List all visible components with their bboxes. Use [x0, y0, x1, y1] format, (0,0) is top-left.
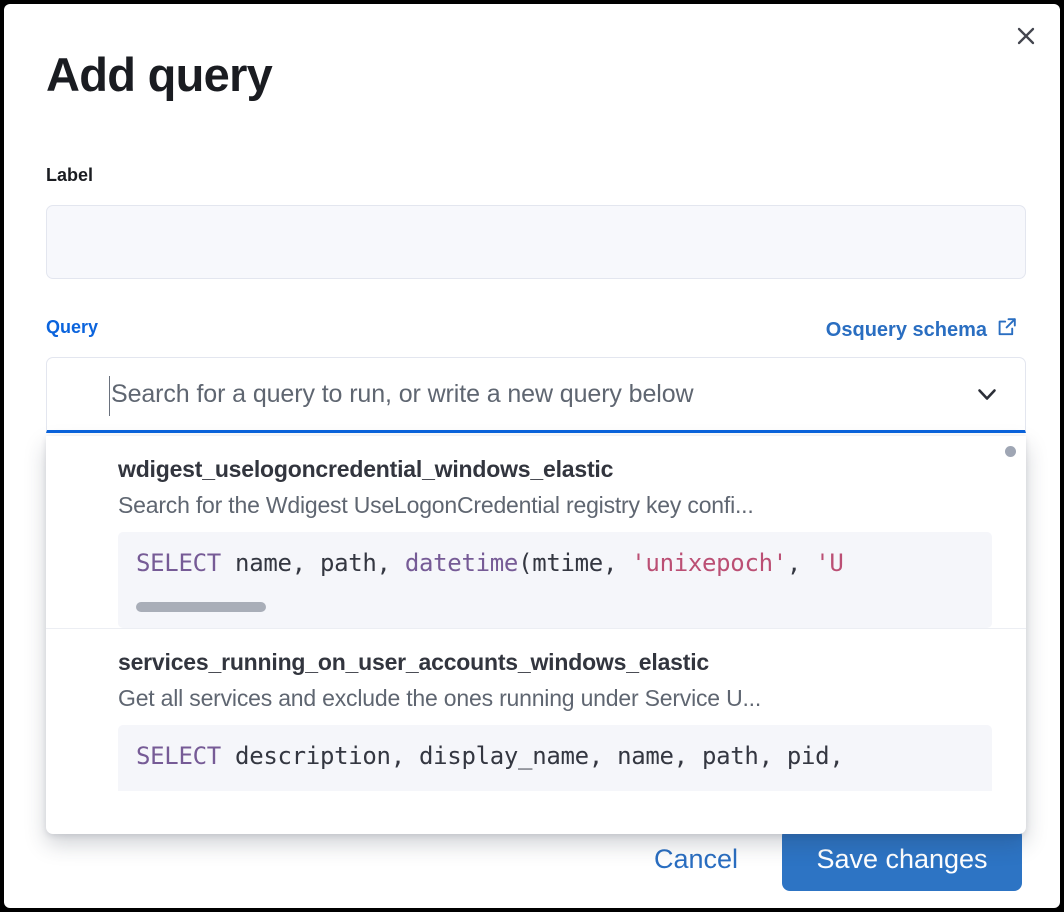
osquery-schema-link-label: Osquery schema	[825, 318, 987, 341]
list-item[interactable]: wdigest_uselogoncredential_windows_elast…	[46, 436, 1026, 628]
save-changes-button[interactable]: Save changes	[782, 827, 1022, 891]
add-query-modal: Add query Label Query Osquery schema Sea…	[4, 4, 1060, 908]
modal-footer: Cancel Save changes	[4, 810, 1060, 908]
suggestion-title: wdigest_uselogoncredential_windows_elast…	[118, 456, 614, 482]
query-search-combobox[interactable]: Search for a query to run, or write a ne…	[46, 357, 1026, 433]
osquery-schema-link[interactable]: Osquery schema	[826, 316, 1018, 344]
page-title: Add query	[46, 48, 273, 101]
list-item[interactable]: services_running_on_user_accounts_window…	[46, 628, 1026, 791]
query-field-label: Query	[46, 317, 99, 337]
close-icon-button[interactable]	[1006, 16, 1046, 56]
suggestion-description: Search for the Wdigest UseLogonCredentia…	[118, 492, 754, 518]
external-link-icon	[996, 316, 1018, 344]
chevron-down-icon[interactable]	[967, 374, 1007, 414]
suggestion-code-text: SELECT name, path, datetime(mtime, 'unix…	[136, 549, 844, 577]
label-input[interactable]	[46, 205, 1026, 279]
code-horizontal-scrollbar[interactable]	[136, 602, 266, 612]
suggestion-title: services_running_on_user_accounts_window…	[118, 649, 709, 675]
query-search-input-placeholder[interactable]: Search for a query to run, or write a ne…	[111, 379, 694, 408]
suggestion-code-block[interactable]: SELECT name, path, datetime(mtime, 'unix…	[118, 532, 992, 628]
text-cursor	[109, 376, 110, 416]
suggestion-code-text: SELECT description, display_name, name, …	[136, 742, 844, 770]
suggestion-description: Get all services and exclude the ones ru…	[118, 685, 762, 711]
cancel-button[interactable]: Cancel	[638, 834, 754, 885]
close-icon	[1014, 24, 1038, 48]
label-field-label: Label	[46, 165, 94, 185]
query-suggestions-dropdown: wdigest_uselogoncredential_windows_elast…	[46, 436, 1026, 834]
suggestion-code-block[interactable]: SELECT description, display_name, name, …	[118, 725, 992, 791]
dropdown-scrollbar-thumb[interactable]	[1005, 446, 1016, 457]
